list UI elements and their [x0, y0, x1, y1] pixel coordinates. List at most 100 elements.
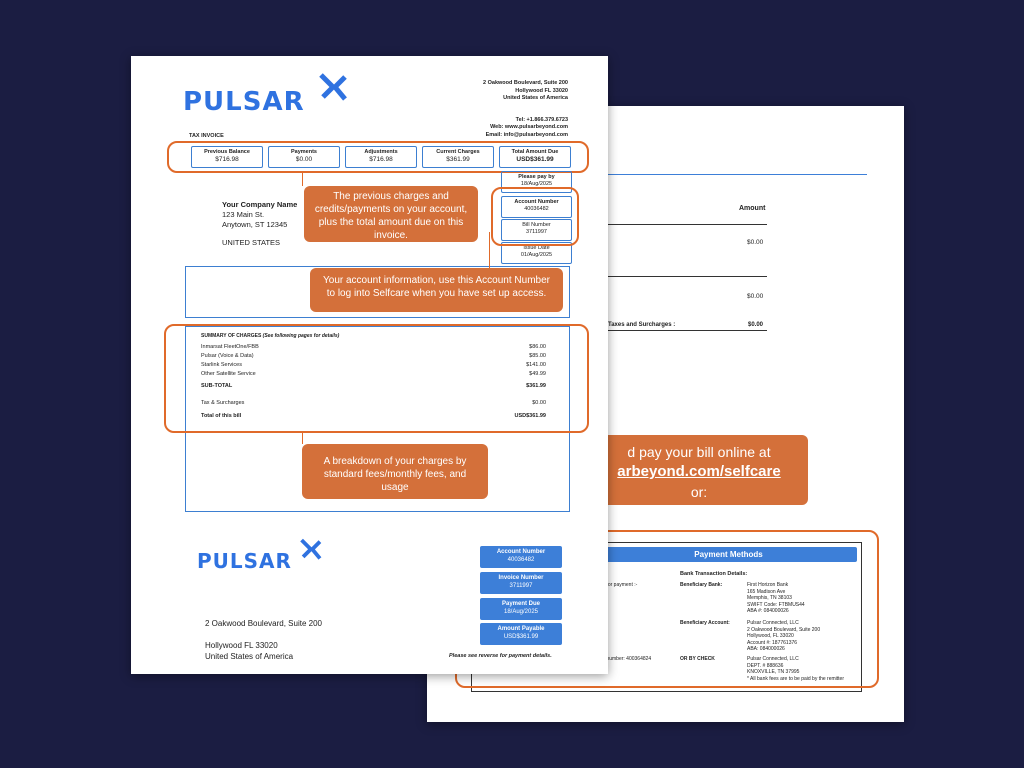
bank-line: Memphis, TN 38103 [747, 595, 792, 601]
message-box [185, 266, 570, 318]
customer-country: UNITED STATES [222, 238, 281, 247]
payment-label: nes for payment :- [597, 582, 638, 588]
charge-row: Inmarsat FleetOne/FBB $86.00 [201, 344, 546, 353]
payment-due-tile: Payment Due 18/Aug/2025 [480, 598, 562, 620]
charge-label: Pulsar (Voice & Data) [201, 353, 254, 359]
tile-label: Account Number [496, 549, 546, 555]
reverse-note: Please see reverse for payment details. [449, 653, 552, 659]
address-line: Hollywood FL 33020 [515, 87, 568, 94]
check-line: * All bank fees are to be paid by the re… [747, 675, 844, 682]
tax-invoice-heading: TAX INVOICE [189, 133, 224, 139]
charges-box [185, 326, 570, 512]
pay-online-callout: d pay your bill online at arbeyond.com/s… [590, 435, 808, 505]
pay-online-line: d pay your bill online at [627, 444, 771, 460]
summary-label: Payments [291, 149, 317, 155]
charge-amount: $86.00 [529, 344, 546, 350]
beneficiary-bank-details: First Horizon Bank 165 Madison Ave Memph… [747, 582, 805, 615]
charge-amount: $85.00 [529, 353, 546, 359]
summary-value: $361.99 [446, 156, 470, 163]
payments-box: Payments $0.00 [268, 146, 340, 168]
charges-outline [164, 324, 589, 433]
star-icon [300, 538, 322, 560]
beneficiary-account-label: Beneficiary Account: [680, 620, 730, 626]
summary-value: $716.98 [369, 156, 393, 163]
customer-name: Your Company Name [222, 200, 298, 209]
address-line: Hollywood FL 33020 [205, 641, 278, 650]
charge-label: Inmarsat FleetOne/FBB [201, 344, 259, 350]
beneficiary-account-details: Pulsar Connected, LLC 2 Oakwood Boulevar… [747, 620, 820, 653]
summary-label: Total Amount Due [511, 149, 559, 155]
charge-amount: $49.99 [529, 371, 546, 377]
amount-header: Amount [739, 205, 766, 212]
taxes-label: Taxes and Surcharges : [608, 322, 676, 328]
tile-value: USD$361.99 [503, 634, 539, 640]
taxes-value: $0.00 [748, 322, 764, 328]
account-number-value: 40036482 [524, 206, 549, 212]
pay-online-line: or: [690, 484, 708, 500]
check-line: Pulsar Connected, LLC [747, 656, 799, 662]
amount-value: $0.00 [747, 239, 764, 246]
subtotal-label: SUB-TOTAL [201, 383, 233, 389]
bank-details-heading: Bank Transaction Details: [680, 571, 748, 577]
logo-text: PULSAR [197, 549, 292, 573]
customer-city: Anytown, ST 12345 [222, 220, 288, 229]
account-callout: Your account information, use this Accou… [310, 268, 563, 312]
divider [607, 330, 767, 331]
charges-callout: A breakdown of your charges by standard … [302, 444, 488, 499]
star-icon [319, 73, 347, 101]
tile-value: 18/Aug/2025 [503, 609, 539, 615]
summary-value: $716.98 [215, 156, 239, 163]
check-line: KNOXVILLE, TN 37995 [747, 669, 800, 675]
tax-row: Tax & Surcharges$0.00 [201, 400, 546, 409]
issue-date-label: Issue Date [523, 245, 550, 251]
please-pay-label: Please pay by [518, 174, 555, 180]
total-amount-due-box: Total Amount Due USD$361.99 [499, 146, 571, 168]
beneficiary-bank-label: Beneficiary Bank: [680, 582, 723, 588]
charge-label: Starlink Services [201, 362, 242, 368]
check-line: DEPT. # 888636 [747, 662, 784, 669]
address-line: United States of America [503, 95, 568, 101]
customer-street: 123 Main St. [222, 210, 265, 219]
remit-address: 2 Oakwood Boulevard, Suite 200 Hollywood… [205, 618, 322, 662]
amount-value: $0.00 [747, 293, 764, 300]
selfcare-link[interactable]: arbeyond.com/selfcare [617, 463, 781, 480]
account-number-box: Account Number 40036482 [501, 196, 572, 218]
please-pay-box: Please pay by 18/Aug/2025 [501, 171, 572, 193]
invoice-front-page: PULSAR 2 Oakwood Boulevard, Suite 200 Ho… [131, 56, 608, 674]
subtotal-value: $361.99 [526, 383, 546, 389]
charges-heading: SUMMARY OF CHARGES (See following pages … [201, 332, 339, 340]
current-charges-box: Current Charges $361.99 [422, 146, 494, 168]
email[interactable]: Email: info@pulsarbeyond.com [485, 131, 568, 138]
issue-date-box: Issue Date 01/Aug/2025 [501, 242, 572, 264]
adjustments-box: Adjustments $716.98 [345, 146, 417, 168]
callout-stem [489, 232, 490, 268]
amount-payable-tile: Amount Payable USD$361.99 [480, 623, 562, 645]
bank-line: First Horizon Bank [747, 582, 789, 588]
blue-rule [607, 174, 867, 175]
payment-methods-title: Payment Methods [600, 547, 857, 562]
company-address: 2 Oakwood Boulevard, Suite 200 Hollywood… [483, 80, 568, 139]
pulsar-logo: PULSAR [183, 73, 347, 117]
logo-text: PULSAR [183, 87, 305, 117]
tile-label: Amount Payable [497, 626, 545, 632]
divider [607, 224, 767, 225]
address-line: 2 Oakwood Boulevard, Suite 200 [483, 80, 568, 86]
tile-label: Payment Due [501, 601, 540, 607]
summary-value: USD$361.99 [516, 156, 554, 163]
total-value: USD$361.99 [514, 413, 547, 419]
account-line: Account #: 187761376 [747, 639, 798, 646]
total-label: Total of this bill [201, 413, 242, 419]
tile-value: 40036482 [507, 557, 535, 563]
subtotal-row: SUB-TOTAL $361.99 [201, 383, 546, 392]
website[interactable]: Web: www.pulsarbeyond.com [490, 124, 568, 130]
charge-label: Other Satellite Service [201, 371, 256, 377]
total-row: Total of this bill USD$361.99 [201, 413, 546, 422]
phone: Tel: +1.866.379.6723 [515, 116, 568, 123]
address-line: United States of America [205, 652, 294, 661]
address-line: 2 Oakwood Boulevard, Suite 200 [205, 619, 322, 628]
summary-label: Previous Balance [204, 149, 250, 155]
tax-value: $0.00 [532, 400, 546, 406]
account-line: Pulsar Connected, LLC [747, 620, 799, 626]
account-number-label: Account Number [514, 199, 559, 205]
callout-stem [302, 432, 303, 444]
